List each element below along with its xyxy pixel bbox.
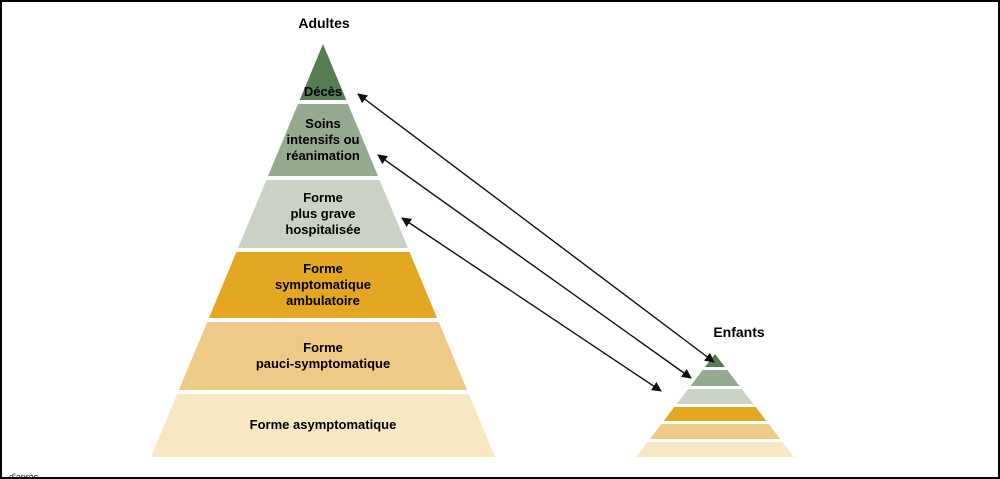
child-segment-forme-asymptomatique <box>636 442 794 457</box>
adult-segment-label-soins-intensifs: Soins intensifs ou réanimation <box>286 116 360 163</box>
adult-segment-label-forme-pauci-symptomatique: Forme pauci-symptomatique <box>255 340 391 371</box>
child-segment-deces <box>705 354 725 367</box>
adult-segment-soins-intensifs <box>268 104 378 176</box>
child-pyramid-title: Enfants <box>713 324 765 340</box>
source-caption: d'après … <box>9 472 50 479</box>
adult-segment-label-forme-asymptomatique: Forme asymptomatique <box>249 417 397 432</box>
adult-segment-deces <box>299 44 347 100</box>
comparison-arrow-deces <box>357 93 715 363</box>
child-segment-forme-symptomatique-ambulatoire <box>663 407 767 421</box>
child-segment-soins-intensifs <box>690 370 740 386</box>
comparison-arrow-forme-grave <box>401 217 662 392</box>
adult-pyramid-title: Adultes <box>298 15 350 31</box>
child-segment-forme-grave-hospitalisee <box>676 389 754 404</box>
child-segment-forme-pauci-symptomatique <box>649 424 781 439</box>
adult-segment-forme-asymptomatique <box>151 394 495 457</box>
adult-segment-label-forme-symptomatique-ambulatoire: Forme symptomatique ambulatoire <box>274 261 372 308</box>
adult-segment-label-deces: Décès <box>303 84 343 99</box>
adult-segment-label-forme-grave-hospitalisee: Forme plus grave hospitalisée <box>285 190 361 237</box>
